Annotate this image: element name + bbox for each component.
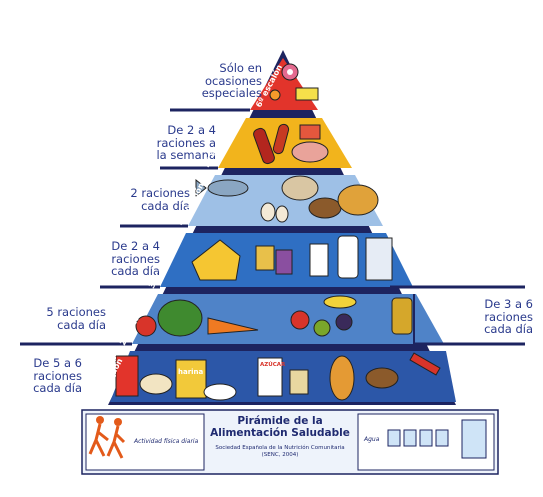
cereal-bowl-illustration — [139, 373, 173, 395]
banana-illustration — [323, 295, 357, 309]
fish-illustration — [207, 179, 249, 197]
activity-caption: Actividad física diaria — [134, 438, 199, 445]
lettuce-illustration — [157, 299, 203, 337]
cereales-label: CEREALES — [112, 349, 118, 378]
pyramid-source: Sociedad Española de la Nutrición Comuni… — [215, 445, 345, 458]
kiwi-illustration — [313, 319, 331, 337]
butter-illustration — [295, 87, 319, 101]
flour-bag-illustration — [175, 359, 207, 399]
nuts-illustration — [308, 197, 342, 219]
sausage-illustration — [253, 127, 275, 165]
cake-illustration — [299, 124, 321, 140]
cheese-illustration — [191, 239, 241, 281]
apple-illustration — [290, 310, 310, 330]
cereal-box-illustration — [115, 355, 139, 397]
milk-glass-illustration — [309, 243, 329, 277]
milk-carton-illustration — [365, 237, 393, 281]
sausage-illustration — [272, 123, 290, 155]
ham-illustration — [291, 141, 329, 163]
beans-illustration — [281, 175, 319, 201]
donut-hole — [287, 69, 293, 75]
chicken-illustration — [337, 184, 379, 216]
egg-illustration — [275, 205, 289, 223]
tomato-illustration — [135, 315, 157, 337]
azucar-label: AZÚCAR — [260, 362, 286, 368]
bread-illustration — [329, 355, 355, 401]
level-2-label: 5 raciones cada día — [46, 305, 106, 332]
pasta-illustration — [289, 369, 309, 395]
fish-tail — [195, 178, 207, 198]
water-glasses-icon — [387, 419, 487, 459]
yogurt-illustration — [275, 249, 293, 275]
level-5-label: De 2 a 4 raciones a la semana — [156, 123, 216, 162]
harina-label: harina — [178, 368, 204, 376]
potato-illustration — [365, 367, 399, 389]
sugar-box-illustration — [257, 357, 283, 397]
water-caption: Agua — [364, 436, 380, 443]
level-3-label: De 2 a 4 raciones cada día — [111, 239, 160, 278]
olive-oil-illustration — [391, 297, 413, 335]
level-6-label: Sólo en ocasiones especiales — [201, 61, 262, 100]
level-1-label: De 5 a 6 raciones cada día — [33, 356, 82, 395]
flour-pile-illustration — [203, 383, 237, 401]
grapes-illustration — [335, 313, 353, 331]
carrot-illustration — [207, 317, 259, 335]
oil-portion-label: De 3 a 6 raciones cada día — [484, 297, 533, 336]
candy-illustration — [269, 89, 281, 101]
pyramid-title: Pirámide de la Alimentación Saludable — [210, 415, 350, 439]
egg-illustration — [260, 202, 276, 222]
level-4-label: 2 raciones cada día — [130, 186, 190, 213]
yogurt-illustration — [255, 245, 275, 271]
runners-icon — [88, 416, 126, 459]
activity-box — [85, 413, 205, 471]
milk-bottle-illustration — [337, 235, 359, 279]
spaghetti-illustration — [409, 352, 441, 376]
